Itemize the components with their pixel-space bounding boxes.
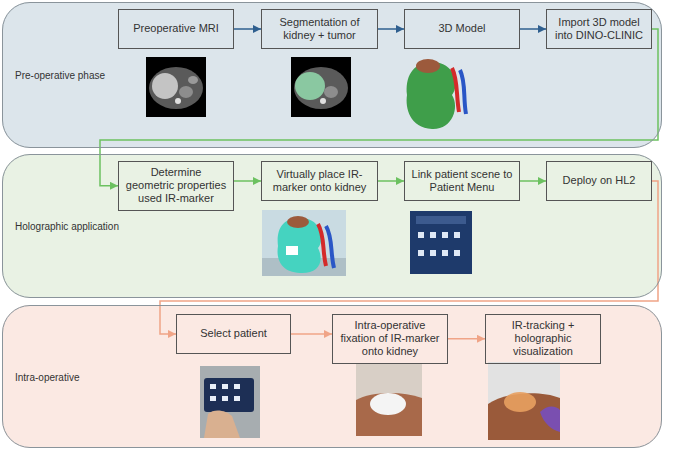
patient-menu-screenshot-part [410, 211, 472, 274]
mri-image-part [152, 73, 178, 99]
segmentation-image-part [324, 86, 338, 98]
holographic-visualization-photo-part [504, 392, 536, 412]
select-patient-photo-part [222, 384, 228, 389]
patient-menu-screenshot-part [430, 250, 436, 256]
marker-fixation-photo-part [356, 364, 422, 436]
kidney-render [262, 210, 346, 276]
segmentation-image-part [295, 72, 325, 100]
select-patient-photo-part [210, 384, 216, 389]
patient-menu-screenshot [410, 211, 472, 274]
step-label: Import 3D model into DINO-CLINIC [553, 16, 645, 42]
band-fill [2, 2, 662, 148]
select-patient-photo-part [204, 410, 240, 438]
kidney-model-part [416, 59, 440, 73]
patient-menu-screenshot-part [418, 250, 424, 256]
flow-arrow [378, 180, 404, 182]
segmentation-image-part [291, 57, 351, 117]
kidney-model-part [460, 70, 466, 114]
patient-menu-screenshot-part [442, 232, 448, 238]
select-patient-photo-part [234, 396, 240, 401]
band-fill [2, 305, 662, 448]
process-box: IR-tracking + holographic visualization [485, 314, 601, 364]
mri-image-part [146, 57, 206, 117]
patient-menu-screenshot-part [416, 216, 466, 224]
select-patient-photo-part [210, 396, 216, 401]
step-label: 3D Model [438, 22, 485, 35]
process-box: Determine geometric properties used IR-m… [118, 161, 234, 211]
select-patient-photo [200, 366, 260, 438]
flow-arrow [160, 181, 658, 334]
phase-band: Holographic application Determine geometr… [2, 154, 662, 298]
marker-fixation-photo-part [370, 393, 406, 415]
kidney-render-part [287, 216, 309, 228]
flow-arrow [291, 333, 332, 335]
kidney-model [407, 59, 466, 129]
phase-band: Pre-operative phase Preoperative MRI Segme… [2, 2, 662, 148]
kidney-render-part [286, 246, 298, 255]
kidney-render-part [262, 210, 346, 276]
patient-menu-screenshot-part [454, 232, 460, 238]
segmentation-image-part [320, 98, 326, 104]
marker-fixation-photo-part [356, 393, 422, 436]
flow-arrow [378, 28, 404, 30]
process-box: Virtually place IR-marker onto kidney [261, 161, 378, 201]
band-fill [2, 2, 662, 448]
step-label: Determine geometric properties used IR-m… [125, 166, 227, 206]
select-patient-photo-part [222, 396, 228, 401]
phase-band: Intra-operative Select patient Intra-opera… [2, 305, 662, 448]
step-label: Segmentation of kidney + tumor [268, 16, 371, 42]
flow-arrow [234, 28, 261, 30]
marker-fixation-photo [356, 364, 422, 436]
step-label: Preoperative MRI [133, 22, 219, 35]
kidney-render-part [318, 224, 326, 266]
process-box: Intra-operative fixation of IR-marker on… [332, 314, 448, 364]
kidney-render-part [326, 226, 334, 268]
holographic-visualization-photo-part [540, 407, 560, 433]
process-box: Import 3D model into DINO-CLINIC [546, 9, 652, 49]
process-box: Deploy on HL2 [546, 161, 652, 201]
flow-arrow [520, 180, 546, 182]
segmentation-image [291, 57, 351, 117]
flow-arrow [448, 338, 485, 340]
step-label: IR-tracking + holographic visualization [492, 319, 594, 359]
select-patient-photo-part [234, 384, 240, 389]
holographic-visualization-photo-part [488, 362, 560, 440]
phase-label: Holographic application [15, 221, 119, 232]
holographic-visualization-photo [488, 362, 560, 440]
band-fill [2, 154, 662, 298]
process-box: Preoperative MRI [118, 9, 234, 49]
mri-image [146, 57, 206, 117]
process-box: 3D Model [404, 9, 520, 49]
process-box: Link patient scene to Patient Menu [404, 161, 520, 201]
patient-menu-screenshot-part [418, 232, 424, 238]
flow-arrow [234, 180, 261, 182]
step-label: Link patient scene to Patient Menu [411, 168, 513, 194]
step-label: Deploy on HL2 [563, 174, 636, 187]
segmentation-image-part [294, 67, 348, 109]
step-label: Intra-operative fixation of IR-marker on… [339, 319, 441, 359]
select-patient-photo-part [204, 378, 254, 412]
patient-menu-screenshot-part [442, 250, 448, 256]
step-label: Virtually place IR-marker onto kidney [268, 168, 371, 194]
process-box: Select patient [176, 314, 291, 354]
mri-image-part [175, 98, 181, 104]
phase-label: Intra-operative [15, 371, 79, 382]
patient-menu-screenshot-part [454, 250, 460, 256]
flow-arrow [100, 29, 658, 186]
phase-label: Pre-operative phase [15, 70, 105, 81]
mri-image-part [188, 76, 198, 84]
patient-menu-screenshot-part [430, 232, 436, 238]
select-patient-photo-part [200, 366, 260, 438]
step-label: Select patient [200, 327, 267, 340]
mri-image-part [179, 86, 193, 98]
flow-arrow [520, 28, 546, 30]
kidney-model-part [452, 68, 459, 112]
mri-image-part [149, 67, 203, 109]
process-box: Segmentation of kidney + tumor [261, 9, 378, 49]
